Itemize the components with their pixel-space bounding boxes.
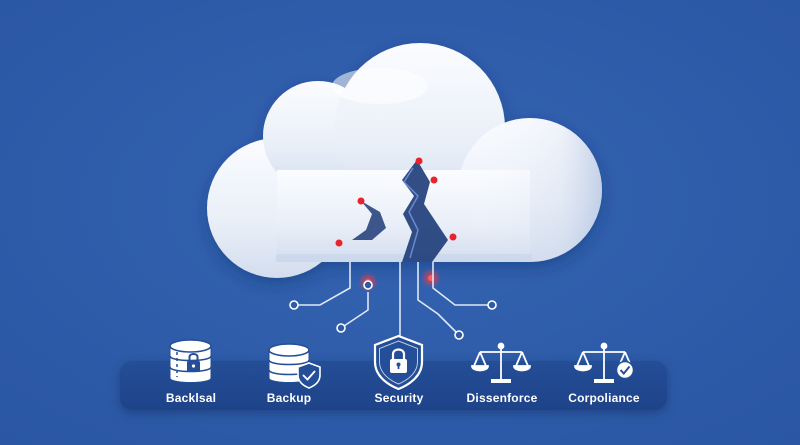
label-corpoliance: Corpoliance xyxy=(568,391,640,405)
cloud-highlight xyxy=(332,68,428,104)
database-shield-icon xyxy=(268,343,321,389)
circuit-lines xyxy=(298,262,488,338)
alert-dot xyxy=(415,157,423,165)
cloud xyxy=(207,43,602,278)
label-backlsal: Backlsal xyxy=(165,391,217,405)
balance-scale-check-icon xyxy=(574,342,635,383)
security-shield-lock-icon xyxy=(373,334,424,391)
label-security: Security xyxy=(374,391,424,405)
alert-dot xyxy=(335,239,343,247)
label-dissenforce: Dissenforce xyxy=(466,391,538,405)
label-backup: Backup xyxy=(266,391,312,405)
alert-dot xyxy=(430,176,438,184)
balance-scale-icon xyxy=(471,342,531,383)
alert-dot xyxy=(449,233,457,241)
database-lock-icon xyxy=(169,339,212,383)
cloud-crack xyxy=(352,160,448,262)
alert-dot xyxy=(357,197,365,205)
